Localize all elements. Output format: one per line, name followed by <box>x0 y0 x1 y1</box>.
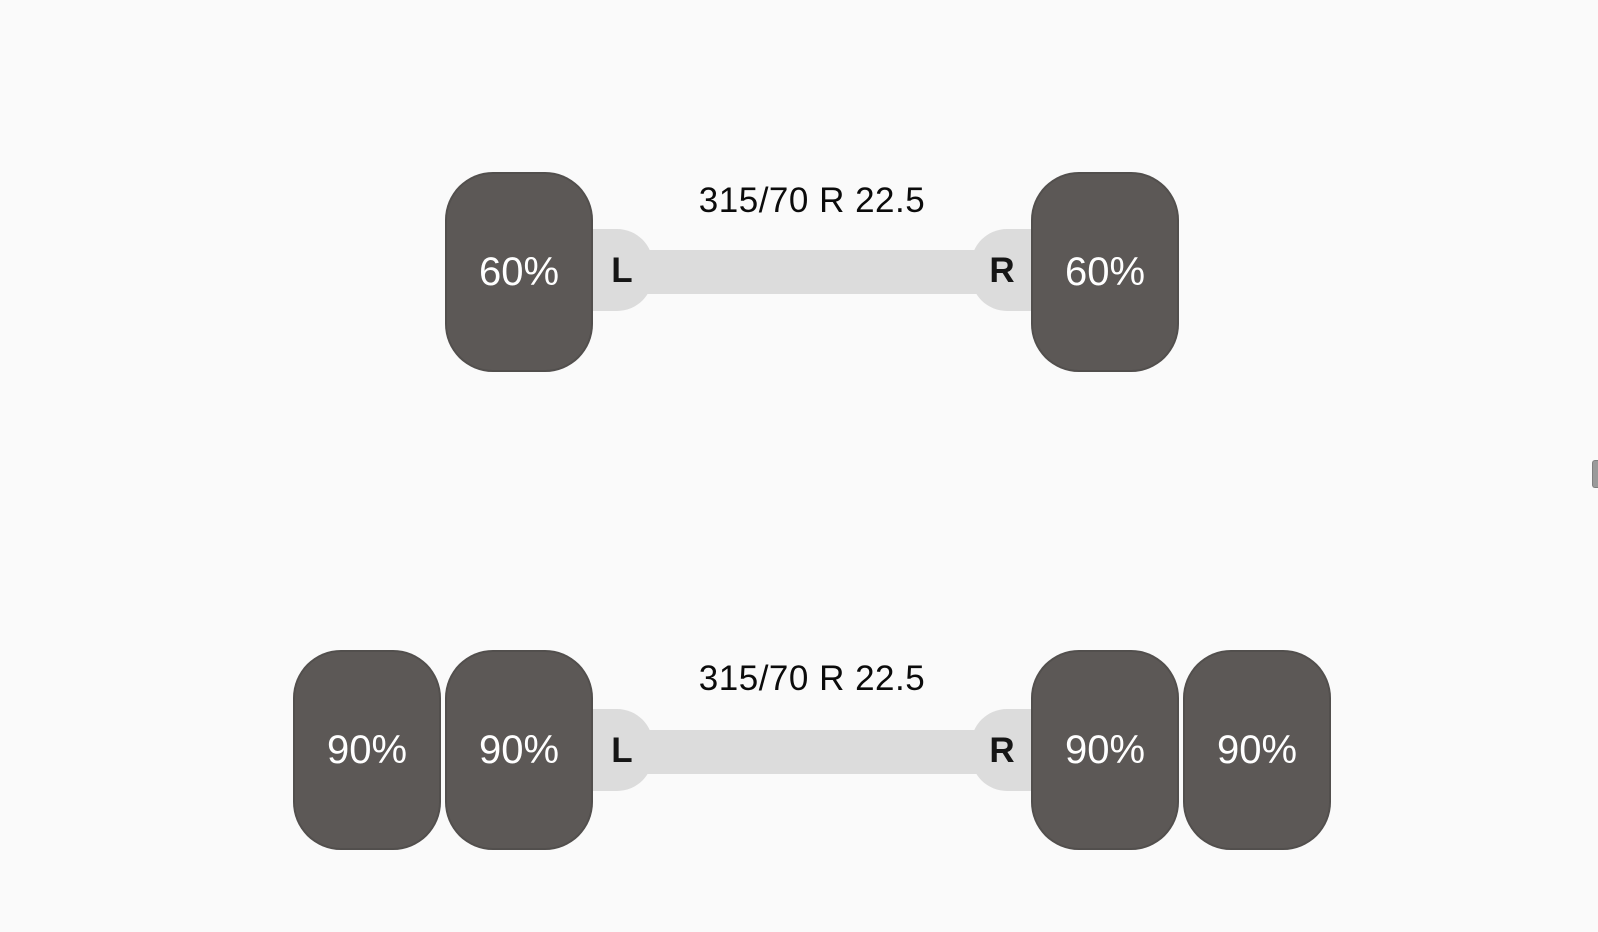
axle-bar: L R <box>591 229 1033 311</box>
axle-shaft <box>641 730 983 774</box>
tire-rear-left-outer[interactable]: 90% <box>293 650 441 850</box>
tread-depth-label: 90% <box>1216 728 1298 772</box>
left-marker: L <box>611 730 633 770</box>
tread-depth-label: 90% <box>1064 728 1146 772</box>
tire-size-label: 315/70 R 22.5 <box>698 181 926 220</box>
tire-rear-right-inner[interactable]: 90% <box>1031 650 1179 850</box>
axle-bar: L R <box>591 709 1033 791</box>
axle-end-cap-left: L <box>591 229 653 311</box>
scrollbar-thumb[interactable] <box>1592 460 1598 488</box>
left-marker: L <box>611 250 633 290</box>
tread-depth-label: 60% <box>1064 250 1146 294</box>
tread-depth-label: 90% <box>326 728 408 772</box>
tire-front-left[interactable]: 60% <box>445 172 593 372</box>
tire-rear-right-outer[interactable]: 90% <box>1183 650 1331 850</box>
tire-size-label: 315/70 R 22.5 <box>698 659 926 698</box>
tread-depth-label: 90% <box>478 728 560 772</box>
right-marker: R <box>989 250 1015 290</box>
tire-front-right[interactable]: 60% <box>1031 172 1179 372</box>
axle-end-cap-right: R <box>971 709 1033 791</box>
axle-end-cap-left: L <box>591 709 653 791</box>
axle-end-cap-right: R <box>971 229 1033 311</box>
tire-rear-left-inner[interactable]: 90% <box>445 650 593 850</box>
axle-shaft <box>641 250 983 294</box>
tread-depth-label: 60% <box>478 250 560 294</box>
right-marker: R <box>989 730 1015 770</box>
